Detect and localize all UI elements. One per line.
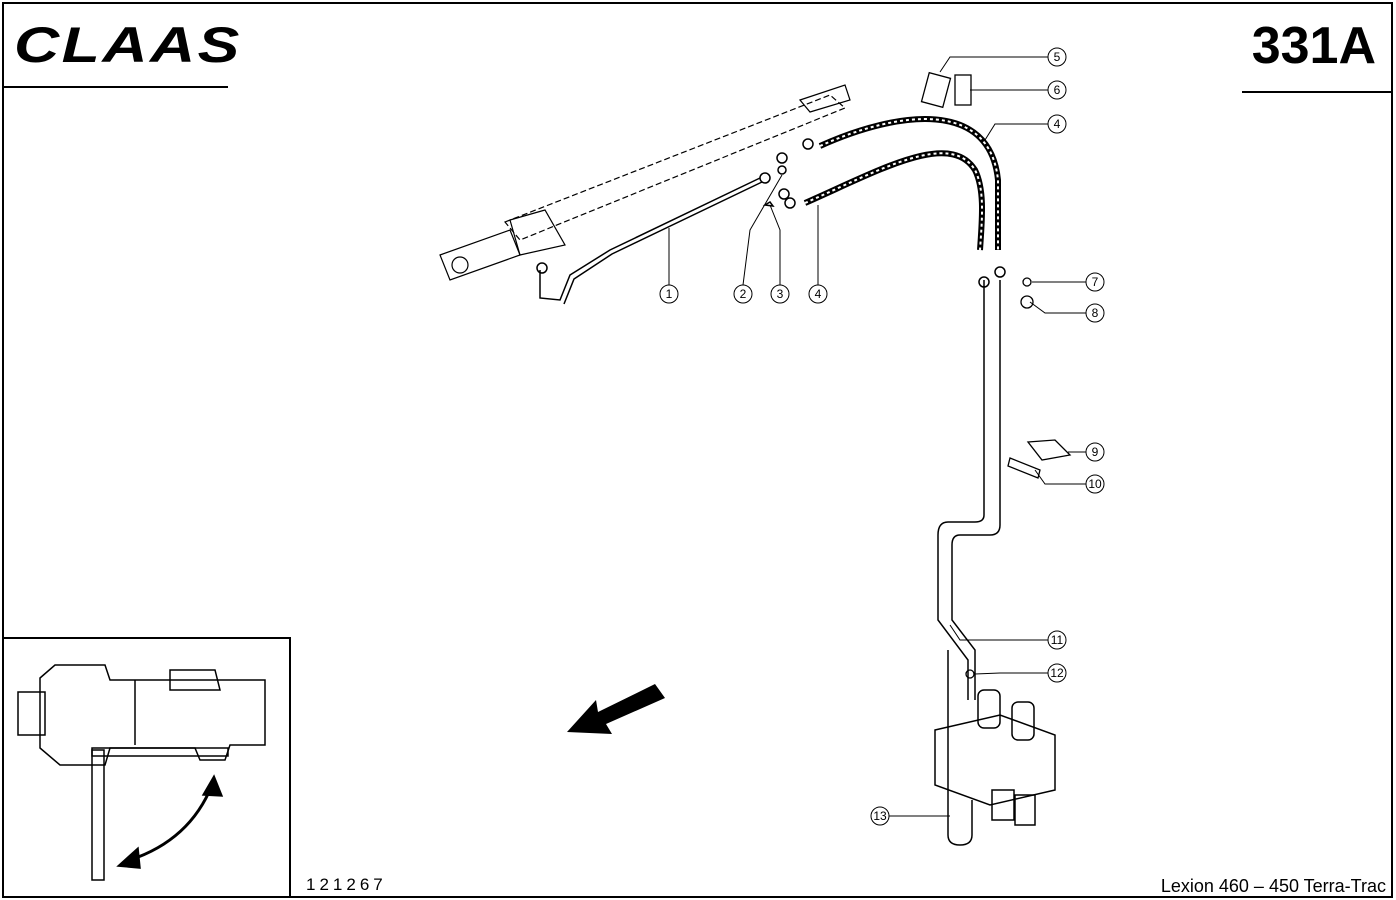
hoses-4 <box>803 116 1001 251</box>
callout-3: 3 <box>770 284 790 304</box>
pipes-11 <box>937 266 1006 846</box>
callout-13: 13 <box>870 806 890 826</box>
svg-text:9: 9 <box>1092 445 1099 459</box>
svg-text:10: 10 <box>1088 477 1102 491</box>
pipe-1 <box>536 172 771 305</box>
svg-text:6: 6 <box>1054 83 1061 97</box>
svg-text:1: 1 <box>666 287 673 301</box>
page-number: 331A <box>1251 17 1376 75</box>
model-label: Lexion 460 – 450 Terra-Trac <box>1160 876 1386 896</box>
callout-11: 11 <box>1047 630 1067 650</box>
svg-text:2: 2 <box>740 287 747 301</box>
callout-4-upper: 4 <box>1047 114 1067 134</box>
callout-6: 6 <box>1047 80 1067 100</box>
callout-8: 8 <box>1085 303 1105 323</box>
direction-arrow-icon <box>567 684 665 734</box>
control-valve <box>934 689 1056 826</box>
clamps <box>920 71 1072 679</box>
svg-text:5: 5 <box>1054 50 1061 64</box>
claas-logo: CLAAS <box>14 17 242 73</box>
callout-7: 7 <box>1085 272 1105 292</box>
hydraulic-cylinder <box>439 84 851 281</box>
callout-1: 1 <box>659 284 679 304</box>
svg-text:3: 3 <box>777 287 784 301</box>
svg-text:12: 12 <box>1050 666 1064 680</box>
svg-text:7: 7 <box>1092 275 1099 289</box>
inset-location-view <box>17 664 266 881</box>
callout-2: 2 <box>733 284 753 304</box>
callout-10: 10 <box>1085 474 1105 494</box>
callout-9: 9 <box>1085 442 1105 462</box>
svg-text:13: 13 <box>873 809 887 823</box>
svg-text:4: 4 <box>815 287 822 301</box>
svg-text:11: 11 <box>1051 633 1064 647</box>
fittings <box>762 138 814 209</box>
callout-12: 12 <box>1047 663 1067 683</box>
drawing-number: 121267 <box>306 875 387 894</box>
leader-lines <box>668 56 1086 817</box>
callout-5: 5 <box>1047 47 1067 67</box>
callout-4-lower: 4 <box>808 284 828 304</box>
svg-text:4: 4 <box>1054 117 1061 131</box>
svg-text:8: 8 <box>1092 306 1099 320</box>
